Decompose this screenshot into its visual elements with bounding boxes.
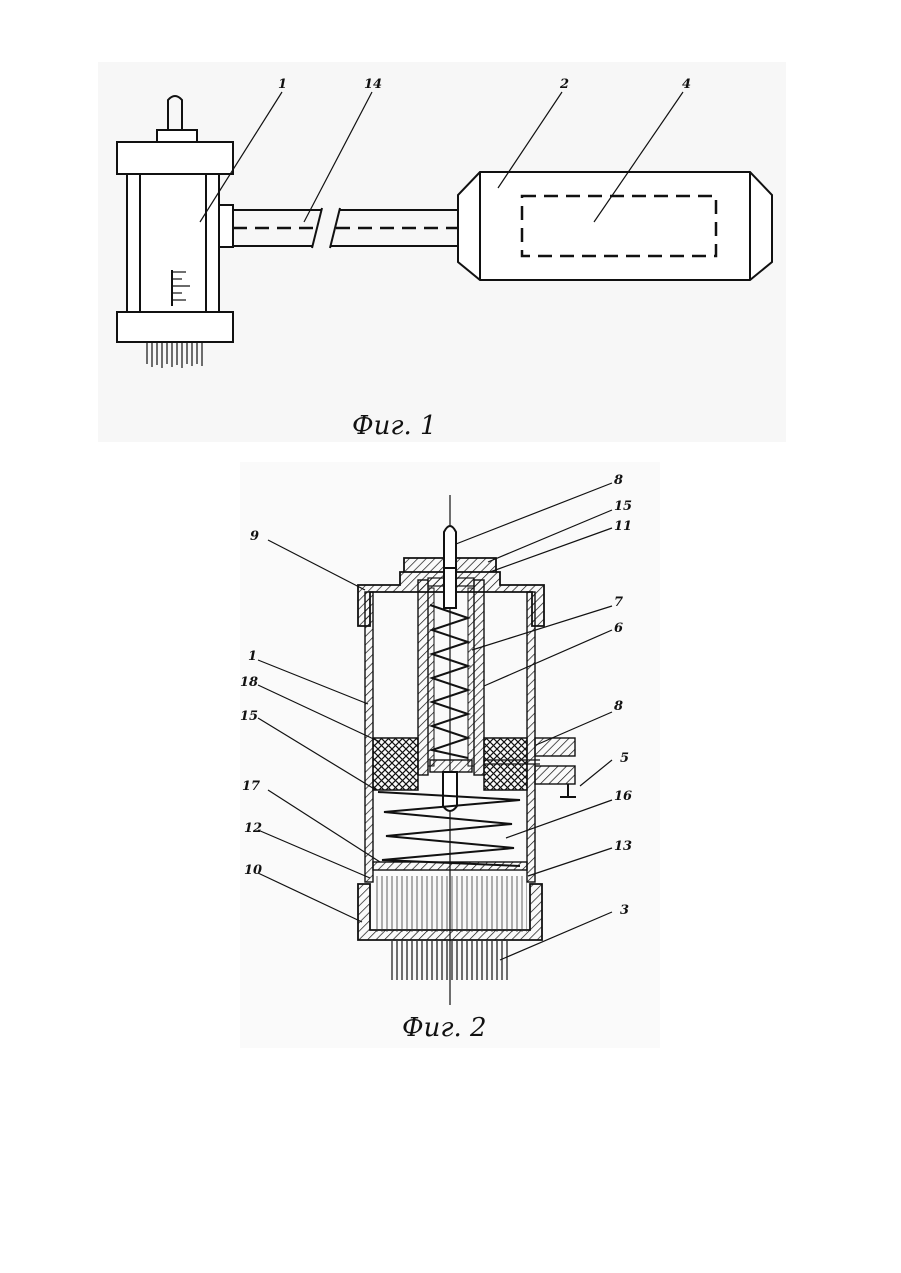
label-1: 1 (248, 649, 257, 664)
label-2: 2 (559, 77, 569, 92)
label-4: 4 (682, 77, 691, 92)
control-block (458, 172, 772, 280)
label-8-top: 8 (614, 473, 623, 488)
label-11: 11 (614, 519, 632, 534)
figure-2-caption: Фиг. 2 (402, 1013, 487, 1043)
bristles (390, 940, 510, 980)
top-cap (117, 142, 233, 174)
label-6: 6 (614, 621, 623, 636)
insulation-left (373, 738, 418, 790)
figure-1: 1 14 2 4 Фиг. 1 (117, 77, 772, 441)
figure-2: 8 15 11 9 7 6 1 18 15 8 5 17 16 12 13 10… (240, 473, 632, 1043)
pressure-plate (373, 862, 527, 870)
label-15-mid: 15 (240, 709, 258, 724)
bottom-cap (117, 312, 233, 342)
label-8-mid: 8 (614, 699, 623, 714)
label-1: 1 (278, 77, 287, 92)
label-9: 9 (250, 529, 259, 544)
brush-unit (117, 96, 233, 368)
label-7: 7 (614, 595, 623, 610)
label-16: 16 (614, 789, 632, 804)
knob-base (157, 130, 197, 142)
bristle-holder (373, 876, 527, 932)
label-15-top: 15 (614, 499, 632, 514)
label-18: 18 (240, 675, 258, 690)
upper-spring (430, 605, 468, 758)
figure-1-caption: Фиг. 1 (352, 411, 437, 441)
label-14: 14 (364, 77, 382, 92)
bristles (147, 342, 202, 368)
label-3: 3 (620, 903, 629, 918)
label-17: 17 (242, 779, 260, 794)
label-5: 5 (620, 751, 629, 766)
label-10: 10 (244, 863, 262, 878)
label-13: 13 (614, 839, 632, 854)
label-12: 12 (244, 821, 262, 836)
